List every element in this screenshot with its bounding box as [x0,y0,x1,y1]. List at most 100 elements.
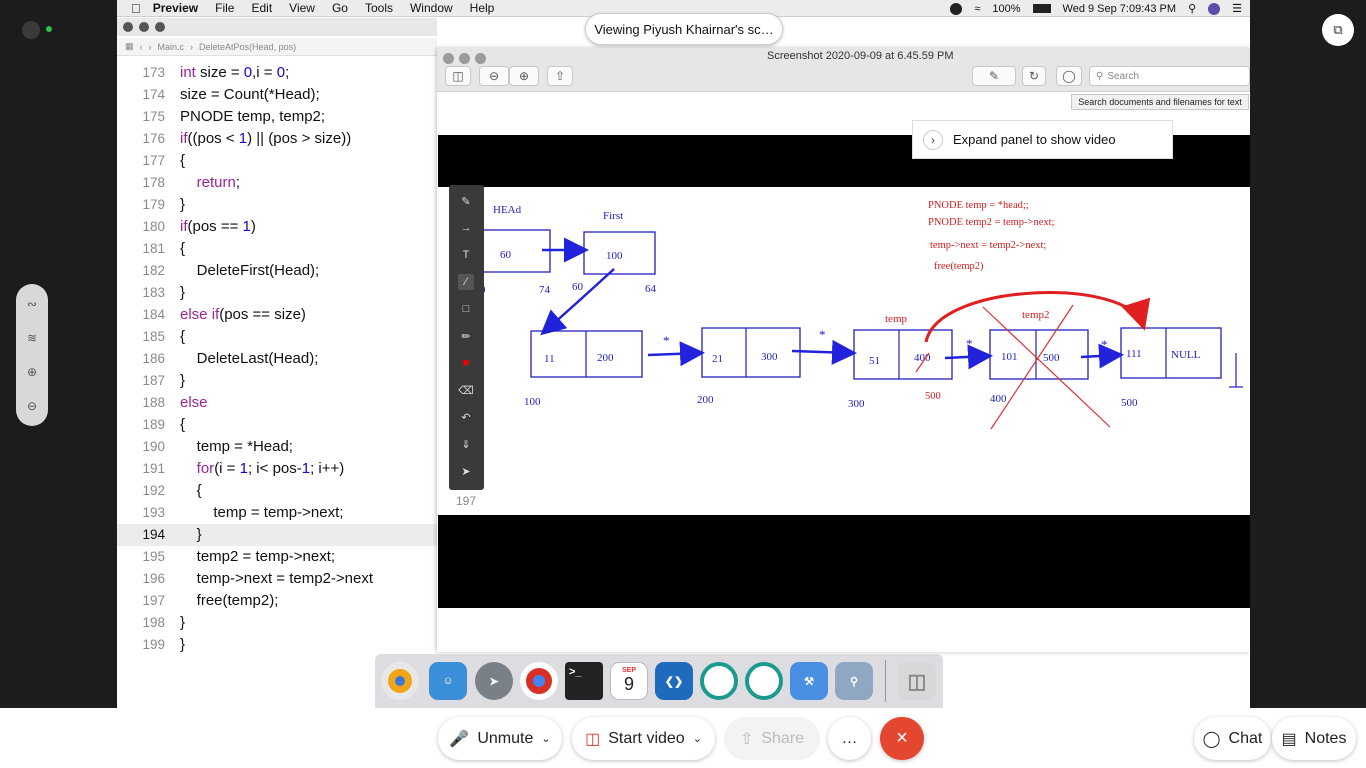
code-line[interactable]: 177{ [117,150,437,172]
code-line[interactable]: 196 temp->next = temp2->next [117,568,437,590]
code-line[interactable]: 194 } [117,524,437,546]
status-icon[interactable] [950,2,963,15]
webex-meetings-icon[interactable] [745,662,783,700]
annotate-icon[interactable]: ∾ [26,297,38,311]
color-red-icon[interactable]: ■ [462,357,470,369]
code-line[interactable]: 179} [117,194,437,216]
pointer-icon[interactable]: ➤ [461,465,471,478]
close-button[interactable] [123,22,133,32]
wifi-icon[interactable]: ≈ [974,2,981,15]
launchpad-icon[interactable]: ➤ [475,662,513,700]
chevron-down-icon[interactable]: ⌄ [541,733,551,745]
eraser-icon[interactable]: ⌫ [458,384,474,397]
code-line[interactable]: 190 temp = *Head; [117,436,437,458]
share-button[interactable]: ⇧ [547,66,573,86]
xcode-icon[interactable]: ⚒ [790,662,828,700]
unmute-button[interactable]: 🎤 Unmute ⌄ [438,717,562,760]
forward-icon[interactable]: › [148,41,152,52]
connection-icon[interactable] [22,21,40,39]
zoom-button[interactable] [475,53,486,64]
code-line[interactable]: 182 DeleteFirst(Head); [117,260,437,282]
highlighter-icon[interactable]: ✏ [461,330,471,343]
code-line[interactable]: 178 return; [117,172,437,194]
code-line[interactable]: 192 { [117,480,437,502]
battery-icon[interactable] [1032,4,1051,13]
chrome-icon[interactable] [520,662,558,700]
search-field[interactable]: ⚲ Search [1089,66,1250,86]
menu-window[interactable]: Window [400,1,453,15]
line-icon[interactable]: ∕ [458,274,474,290]
leave-meeting-button[interactable]: × [880,717,924,760]
vscode-icon[interactable]: ❮❯ [655,662,693,700]
menu-app-name[interactable]: Preview [143,1,198,15]
code-line[interactable]: 193 temp = temp->next; [117,502,437,524]
code-line[interactable]: 197 free(temp2); [117,590,437,612]
menu-go[interactable]: Go [322,1,348,15]
sidebar-toggle-button[interactable]: ◫ [445,66,471,86]
grid-icon[interactable]: ▦ [125,41,134,51]
markup-button[interactable]: ◯ [1056,66,1082,86]
share-button[interactable]: ⇧ Share [724,717,820,760]
back-icon[interactable]: ‹ [139,41,143,52]
rotate-button[interactable]: ↻ [1022,66,1046,86]
zoom-in-icon[interactable]: ⊕ [26,365,38,379]
terminal-icon[interactable]: >_ [565,662,603,700]
menu-help[interactable]: Help [459,1,495,15]
user-icon[interactable] [1208,2,1221,15]
notification-center-icon[interactable]: ☰ [1232,3,1242,15]
viewing-indicator[interactable]: Viewing Piyush Khairnar's sc… [585,13,783,45]
start-video-button[interactable]: ◫ Start video ⌄ [572,717,715,760]
zoom-out-button[interactable]: ⊖ [479,66,509,86]
code-line[interactable]: 189{ [117,414,437,436]
zoom-button[interactable] [155,22,165,32]
apple-icon[interactable]:  [131,1,141,16]
preview-icon[interactable]: ⚲ [835,662,873,700]
save-icon[interactable]: ⇓ [461,438,471,451]
arrow-icon[interactable]: → [460,222,472,234]
code-line[interactable]: 191 for(i = 1; i< pos-1; i++) [117,458,437,480]
text-icon[interactable]: T [462,249,470,261]
code-line[interactable]: 181{ [117,238,437,260]
markup-pen-button[interactable]: ✎ [972,66,1016,86]
battery-percent[interactable]: 100% [992,2,1021,15]
menu-edit[interactable]: Edit [241,1,272,15]
menu-view[interactable]: View [279,1,315,15]
chevron-down-icon[interactable]: ⌄ [692,733,702,745]
code-line[interactable]: 195 temp2 = temp->next; [117,546,437,568]
chrome-canary-icon[interactable] [381,662,419,700]
undo-icon[interactable]: ↶ [461,411,471,424]
code-line[interactable]: 187} [117,370,437,392]
menu-file[interactable]: File [205,1,234,15]
finder-icon[interactable]: ☺ [429,662,467,700]
zoom-in-button[interactable]: ⊕ [509,66,539,86]
more-button[interactable]: … [828,717,871,760]
code-line[interactable]: 186 DeleteLast(Head); [117,348,437,370]
breadcrumb-file[interactable]: Main.c [157,41,185,52]
zoom-out-icon[interactable]: ⊖ [26,399,38,413]
spotlight-icon[interactable]: ⚲ [1188,3,1197,15]
minimize-button[interactable] [459,53,470,64]
chat-button[interactable]: ◯ Chat [1194,717,1271,760]
expand-panel-button[interactable]: › Expand panel to show video [912,120,1173,159]
notes-button[interactable]: ▤ Notes [1272,717,1356,760]
remote-control-icon[interactable]: ≋ [26,331,38,345]
menu-tools[interactable]: Tools [355,1,393,15]
clock[interactable]: Wed 9 Sep 7:09:43 PM [1062,2,1177,15]
trash-icon[interactable]: ◫ [898,662,936,700]
webex-icon[interactable] [700,662,738,700]
calendar-icon[interactable]: SEP 9 [610,662,648,700]
pencil-icon[interactable]: ✎ [461,195,471,208]
exit-fullscreen-icon[interactable]: ⧉ [1322,14,1354,46]
code-line[interactable]: 199} [117,634,437,656]
close-button[interactable] [443,53,454,64]
code-line[interactable]: 185{ [117,326,437,348]
code-line[interactable]: 183} [117,282,437,304]
rectangle-icon[interactable]: □ [462,303,470,315]
